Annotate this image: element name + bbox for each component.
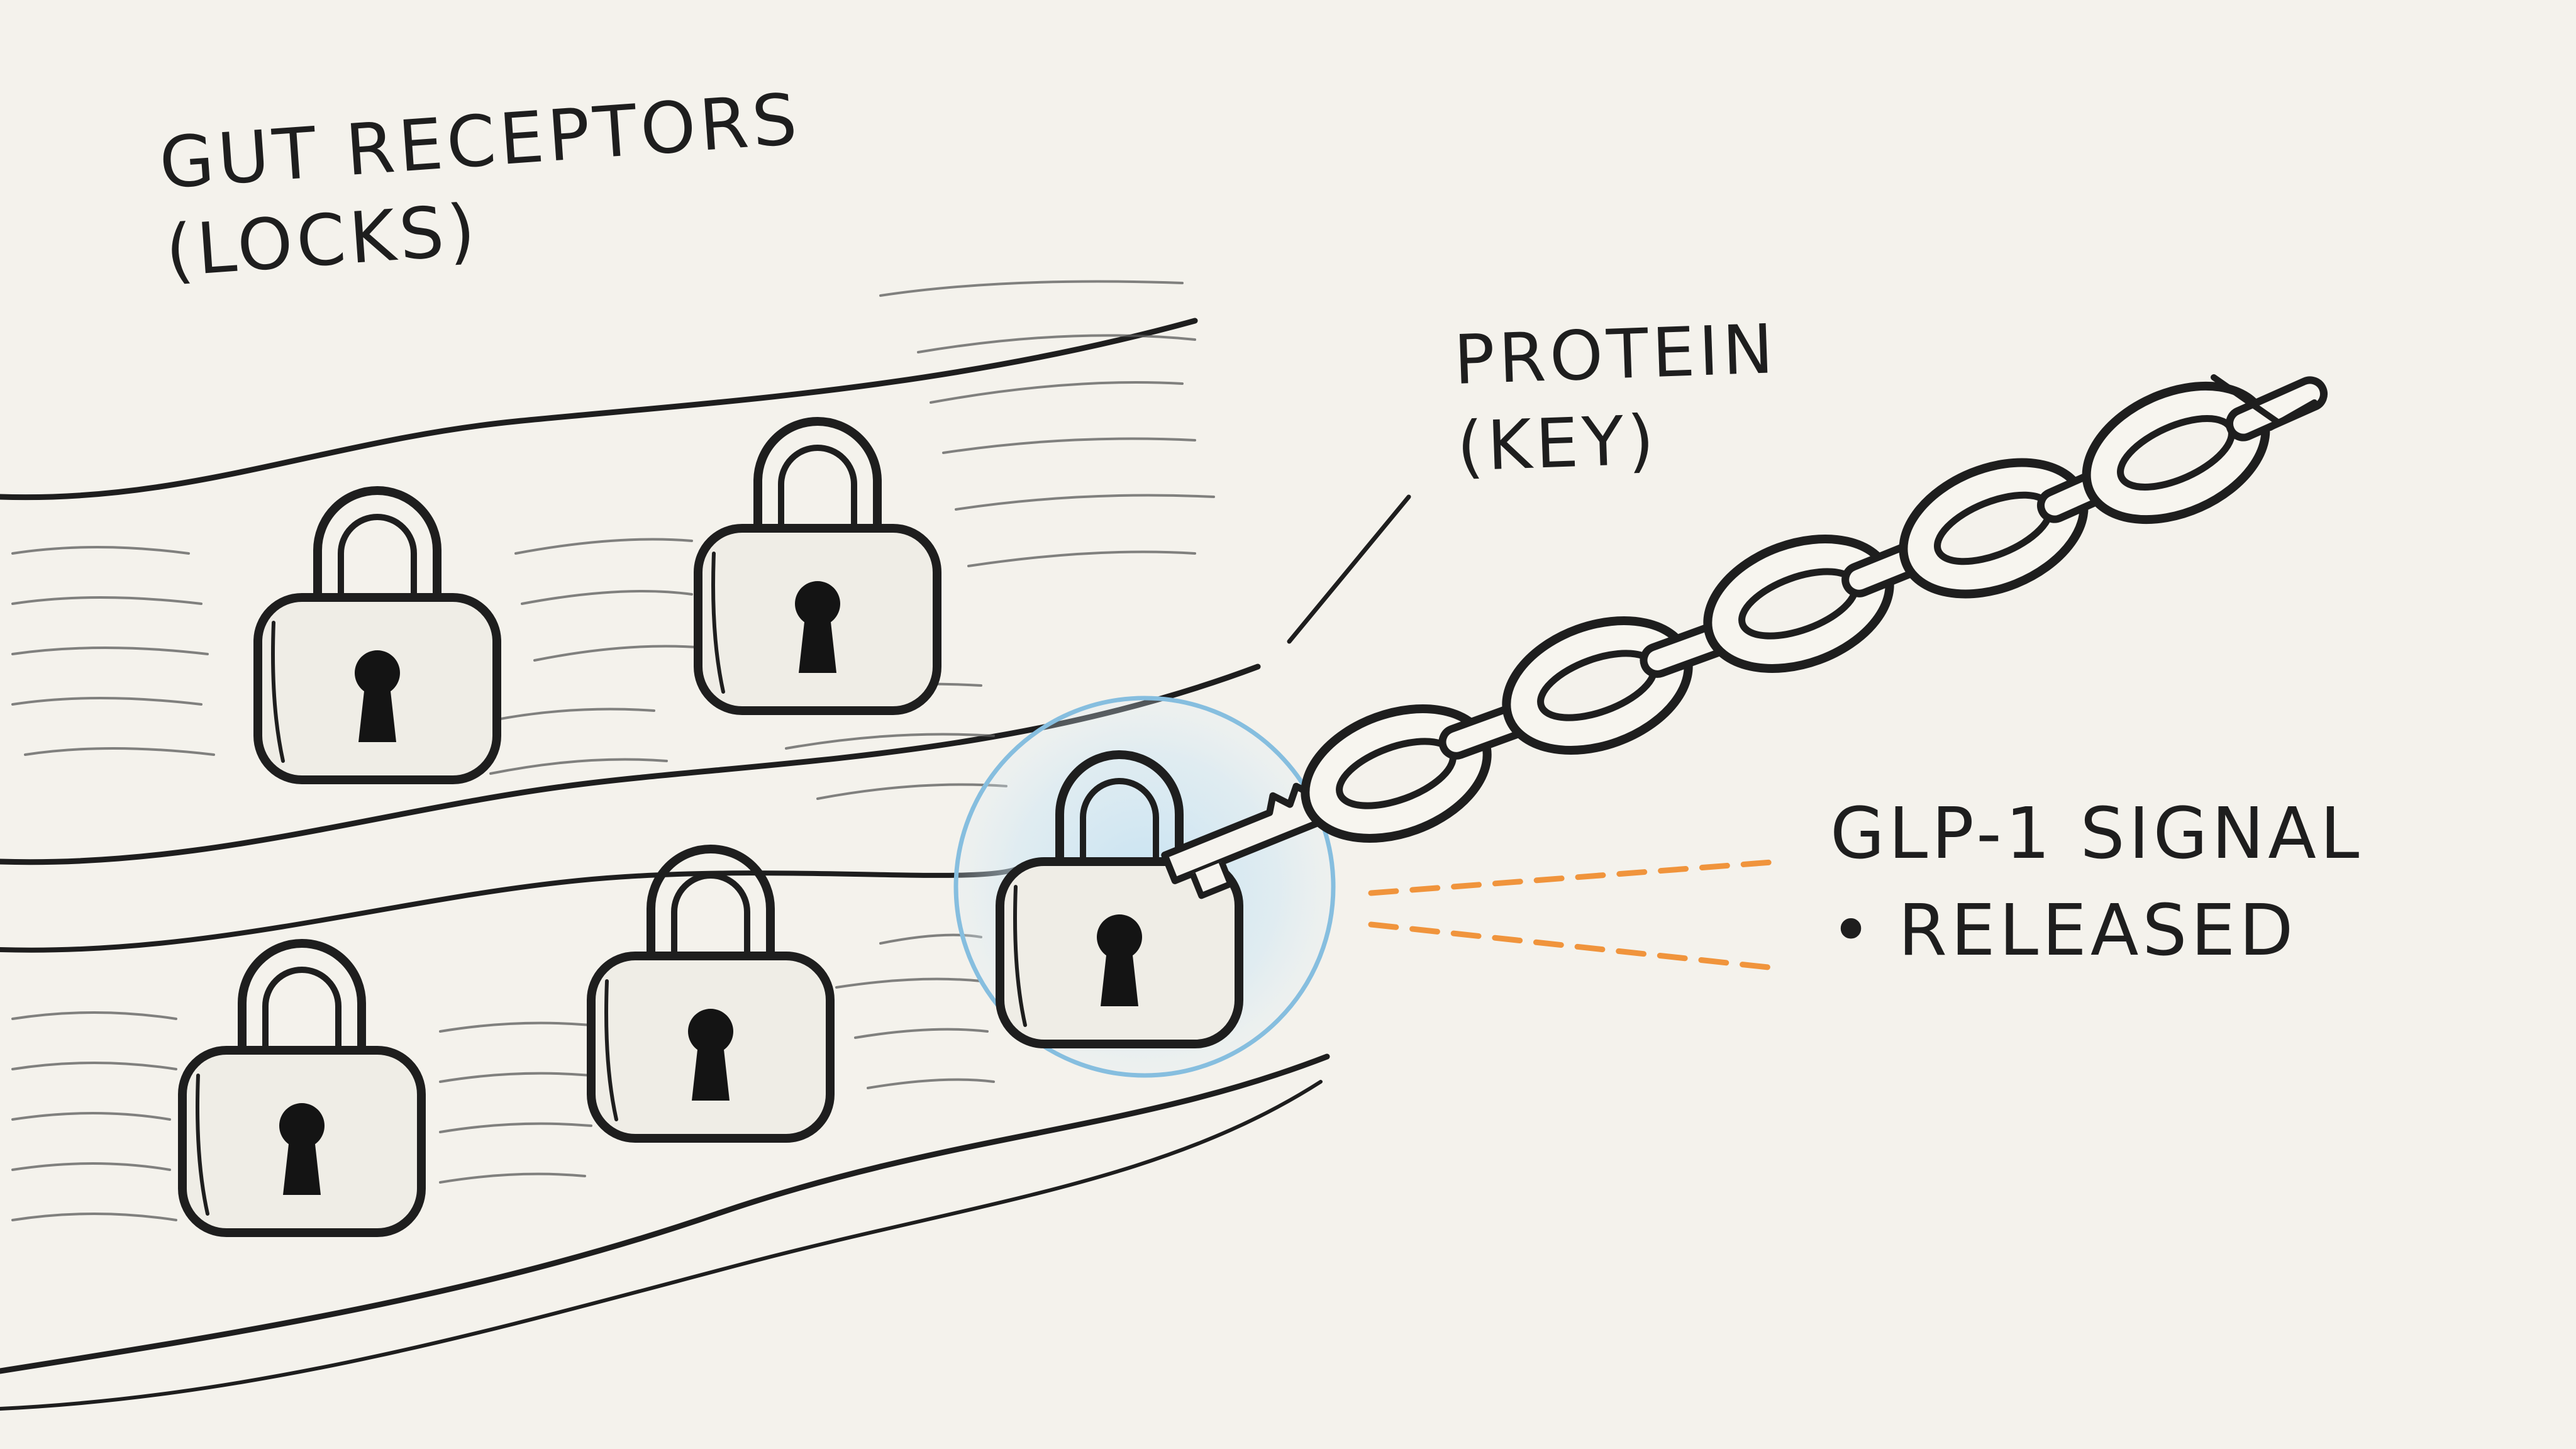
padlock-icon [182, 943, 421, 1233]
padlock-icon [698, 421, 937, 711]
protein-line-2: (KEY) [1455, 401, 1659, 487]
glp1-signal-label: GLP-1 SIGNAL •RELEASED [1830, 799, 2363, 966]
signal-dashed-lines [1368, 858, 1783, 972]
bullet-icon: • [1830, 890, 1876, 972]
gut-texture-strokes [11, 280, 1215, 1221]
padlock-icon [591, 849, 830, 1138]
protein-label: PROTEIN (KEY) [1452, 310, 1781, 487]
glp1-line-2: •RELEASED [1830, 896, 2363, 966]
protein-pointer-line [1287, 494, 1411, 644]
gut-lining-lines [0, 318, 1330, 1411]
glp1-line-2-text: RELEASED [1898, 890, 2297, 972]
chain-icon [1287, 360, 2328, 862]
glp1-line-1: GLP-1 SIGNAL [1830, 793, 2363, 875]
protein-line-1: PROTEIN [1452, 310, 1779, 400]
padlock-icon [258, 491, 497, 780]
